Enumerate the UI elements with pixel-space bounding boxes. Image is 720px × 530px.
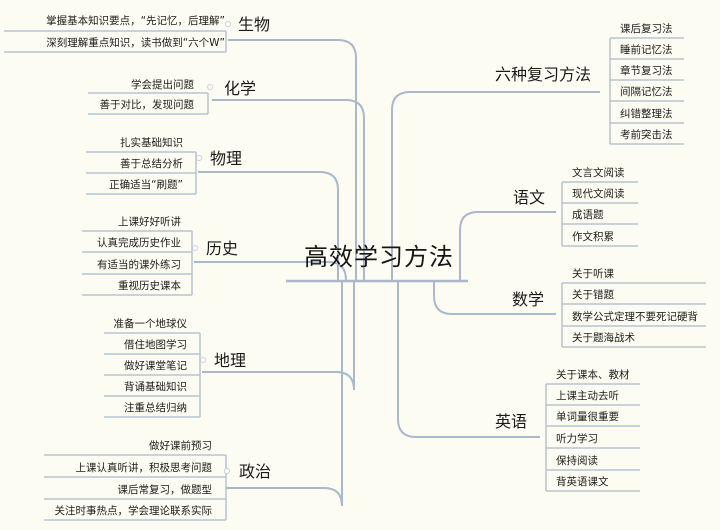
link-six-review-methods [391,91,600,281]
leaf-math-1[interactable]: 关于听课 [572,268,614,280]
leaf-english-4[interactable]: 听力学习 [556,433,598,445]
leaf-geography-1[interactable]: 准备一个地球仪 [113,318,188,330]
leaf-history-4[interactable]: 重视历史课本 [118,280,181,292]
collapse-dot-politics[interactable] [224,468,230,474]
leaf-physics-1[interactable]: 扎实基础知识 [120,137,183,149]
leaf-review-4[interactable]: 间隔记忆法 [620,86,673,98]
leaf-review-1[interactable]: 课后复习法 [620,23,673,35]
collapse-dot-biology[interactable] [225,21,231,27]
leaf-politics-2[interactable]: 上课认真听讲，积极思考问题 [75,462,213,474]
link-chemistry [262,99,365,281]
branch-history[interactable]: 历史 [206,239,239,258]
leaf-history-3[interactable]: 有适当的课外练习 [97,259,181,271]
leaf-geography-5[interactable]: 注重总结归纳 [124,402,187,414]
leaf-chinese-2[interactable]: 现代文阅读 [572,188,625,200]
leaf-review-5[interactable]: 纠错整理法 [620,108,673,120]
branch-english[interactable]: 英语 [495,412,528,431]
leaf-math-2[interactable]: 关于错题 [572,289,614,301]
leaf-english-1[interactable]: 关于课本、教材 [556,369,630,381]
leaf-english-5[interactable]: 保持阅读 [556,455,598,467]
branch-physics[interactable]: 物理 [210,149,243,168]
leaf-politics-3[interactable]: 课后常复习，做题型 [117,484,213,496]
leaf-biology-1[interactable]: 掌握基本知识要点，“先记忆，后理解” [46,15,225,27]
leaf-chinese-1[interactable]: 文言文阅读 [572,167,625,179]
leaf-geography-3[interactable]: 做好课堂笔记 [124,360,187,372]
branch-politics[interactable]: 政治 [239,462,272,481]
leaf-english-6[interactable]: 背英语课文 [556,476,609,488]
leaf-politics-1[interactable]: 做好课前预习 [149,440,212,452]
leaf-chemistry-1[interactable]: 学会提出问题 [131,79,194,91]
leaf-history-1[interactable]: 上课好好听讲 [118,216,181,228]
leaf-chinese-4[interactable]: 作文积累 [572,231,614,243]
collapse-dot-chemistry[interactable] [207,84,213,90]
branch-six-review-methods[interactable]: 六种复习方法 [495,65,592,84]
leaf-review-3[interactable]: 章节复习法 [620,65,673,77]
leaf-chemistry-2[interactable]: 善于对比，发现问题 [99,99,195,111]
collapse-dot-geography[interactable] [200,357,206,363]
leaf-english-2[interactable]: 上课主动去听 [556,390,619,402]
collapse-dot-physics[interactable] [196,155,202,161]
leaf-review-2[interactable]: 睡前记忆法 [620,44,673,56]
link-chinese [459,211,556,281]
leaf-review-6[interactable]: 考前突击法 [620,129,673,141]
leaf-chinese-3[interactable]: 成语题 [572,209,604,221]
collapse-dot-history[interactable] [192,245,198,251]
link-math [433,281,556,315]
leaf-math-4[interactable]: 关于题海战术 [572,332,635,344]
branch-chemistry[interactable]: 化学 [224,79,257,98]
leaf-geography-4[interactable]: 背诵基础知识 [124,381,187,393]
leaf-history-2[interactable]: 认真完成历史作业 [97,237,181,249]
leaf-math-3[interactable]: 数学公式定理不要死记硬背 [572,311,698,323]
leaf-geography-2[interactable]: 借住地图学习 [124,339,187,351]
link-physics [248,171,339,281]
branch-chinese[interactable]: 语文 [513,188,546,207]
link-geography [252,281,355,391]
leaf-physics-3[interactable]: 正确适当“刷题” [109,179,183,191]
link-politics [282,281,343,507]
connector-lines [4,30,706,521]
link-biology [282,39,357,281]
link-english [397,281,540,438]
branch-biology[interactable]: 生物 [238,15,271,34]
leaf-politics-4[interactable]: 关注时事热点，学会理论联系实际 [54,505,213,517]
leaf-biology-2[interactable]: 深刻理解重点知识，读书做到“六个W” [46,37,225,49]
branch-geography[interactable]: 地理 [214,351,247,370]
leaf-english-3[interactable]: 单词量很重要 [556,411,619,423]
branch-math[interactable]: 数学 [512,290,545,309]
leaf-physics-2[interactable]: 善于总结分析 [120,158,183,170]
root-topic[interactable]: 高效学习方法 [304,243,454,271]
link-history [244,261,347,281]
